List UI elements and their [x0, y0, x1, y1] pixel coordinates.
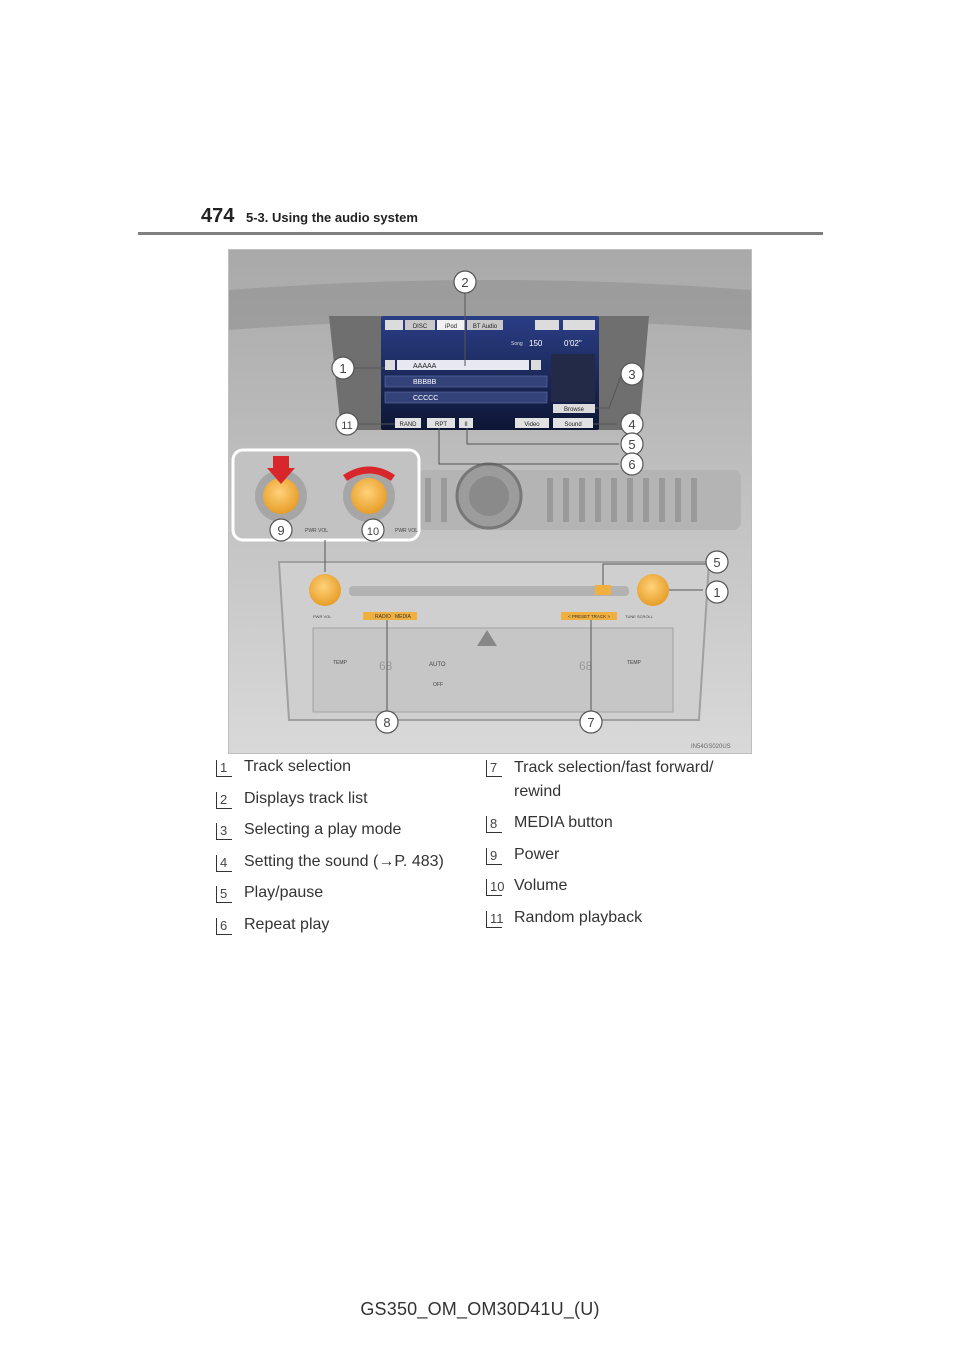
rotate-arrow-icon [343, 466, 395, 481]
legend-number: 1 [216, 760, 232, 777]
legend-number: 10 [486, 879, 504, 896]
radio-label: RADIO [375, 614, 391, 620]
callout-4: 4 [628, 417, 635, 432]
legend-text: Displays track list [244, 790, 368, 807]
pwr-vol-label: PWR VOL [313, 614, 332, 619]
track-title: AAAAA [413, 363, 437, 370]
off-label: OFF [433, 682, 443, 688]
tune-scroll-knob [637, 574, 669, 606]
media-label: MEDIA [395, 614, 412, 620]
power-knob [263, 478, 299, 514]
legend-number: 8 [486, 816, 502, 833]
track-label: < PRESET TRACK > [568, 614, 610, 619]
preset-track-button [561, 612, 617, 620]
inset-pwr-vol-label-left: PWR VOL [305, 528, 328, 534]
callout-5-panel: 5 [713, 555, 720, 570]
legend-text: Random playback [514, 909, 643, 926]
video-button: Video [524, 422, 540, 428]
inset-pwr-vol-label-right: PWR VOL [395, 528, 418, 534]
callout-11: 11 [341, 420, 352, 432]
document-code: GS350_OM_OM30D41U_(U) [360, 1299, 600, 1319]
song-number: 150 [529, 339, 543, 348]
callout-7: 7 [587, 715, 594, 730]
radio-media-buttons [363, 612, 417, 620]
track-time: 0'02" [564, 339, 582, 348]
artist-name: CCCCC [413, 395, 438, 402]
browse-button: Browse [564, 407, 585, 413]
audio-system-figure: DISC iPod BT Audio Song 150 0'02" AAAAA … [228, 249, 752, 754]
page-number: 474 [201, 205, 235, 227]
press-arrow-icon [267, 456, 295, 484]
legend-number: 5 [216, 886, 232, 903]
temp-label-right: TEMP [627, 660, 642, 666]
legend-number: 7 [486, 760, 502, 777]
legend-number: 3 [216, 823, 232, 840]
tab-bt-audio: BT Audio [473, 324, 498, 330]
legend-number: 6 [216, 918, 232, 935]
callout-8: 8 [383, 715, 390, 730]
callout-1-panel: 1 [713, 585, 720, 600]
legend-text: Repeat play [244, 916, 330, 933]
legend-number: 2 [216, 792, 232, 809]
legend-text: Track selection [244, 758, 351, 775]
legend-number: 11 [486, 911, 504, 928]
pwr-vol-knob [309, 574, 341, 606]
callout-6: 6 [628, 457, 635, 472]
pause-button: II [464, 422, 468, 428]
callout-3: 3 [628, 367, 635, 382]
temp-value-right: 68 [579, 659, 593, 673]
callout-9: 9 [277, 523, 284, 538]
legend-text: Selecting a play mode [244, 821, 402, 838]
legend-number: 4 [216, 855, 232, 872]
tune-scroll-label: TUNE SCROLL [625, 614, 654, 619]
section-title: 5-3. Using the audio system [246, 210, 418, 225]
callout-2: 2 [461, 275, 468, 290]
song-label: Song [511, 341, 523, 347]
tab-ipod: iPod [445, 324, 457, 330]
legend-text: Track selection/fast forward/ rewind [514, 759, 714, 800]
sound-button: Sound [564, 422, 581, 428]
legend-text: MEDIA button [514, 814, 613, 831]
legend-text: Volume [514, 877, 568, 894]
legend-text: Play/pause [244, 884, 324, 901]
album-name: BBBBB [413, 379, 437, 386]
callout-1: 1 [339, 361, 346, 376]
rand-button: RAND [399, 422, 417, 428]
legend-text: Power [514, 846, 560, 863]
image-code: IN54GS020US [691, 744, 731, 750]
rpt-button: RPT [435, 422, 447, 428]
legend-number: 9 [486, 848, 502, 865]
temp-label-left: TEMP [333, 660, 348, 666]
hazard-icon [477, 630, 497, 646]
header-rule [138, 232, 823, 235]
legend-text: Setting the sound (→P. 483) [244, 853, 444, 870]
volume-knob [351, 478, 387, 514]
tab-disc: DISC [413, 324, 428, 330]
temp-value-left: 68 [379, 659, 393, 673]
callout-5: 5 [628, 437, 635, 452]
auto-label: AUTO [429, 662, 446, 668]
play-pause-panel-button [595, 585, 611, 595]
callout-10: 10 [367, 526, 379, 538]
